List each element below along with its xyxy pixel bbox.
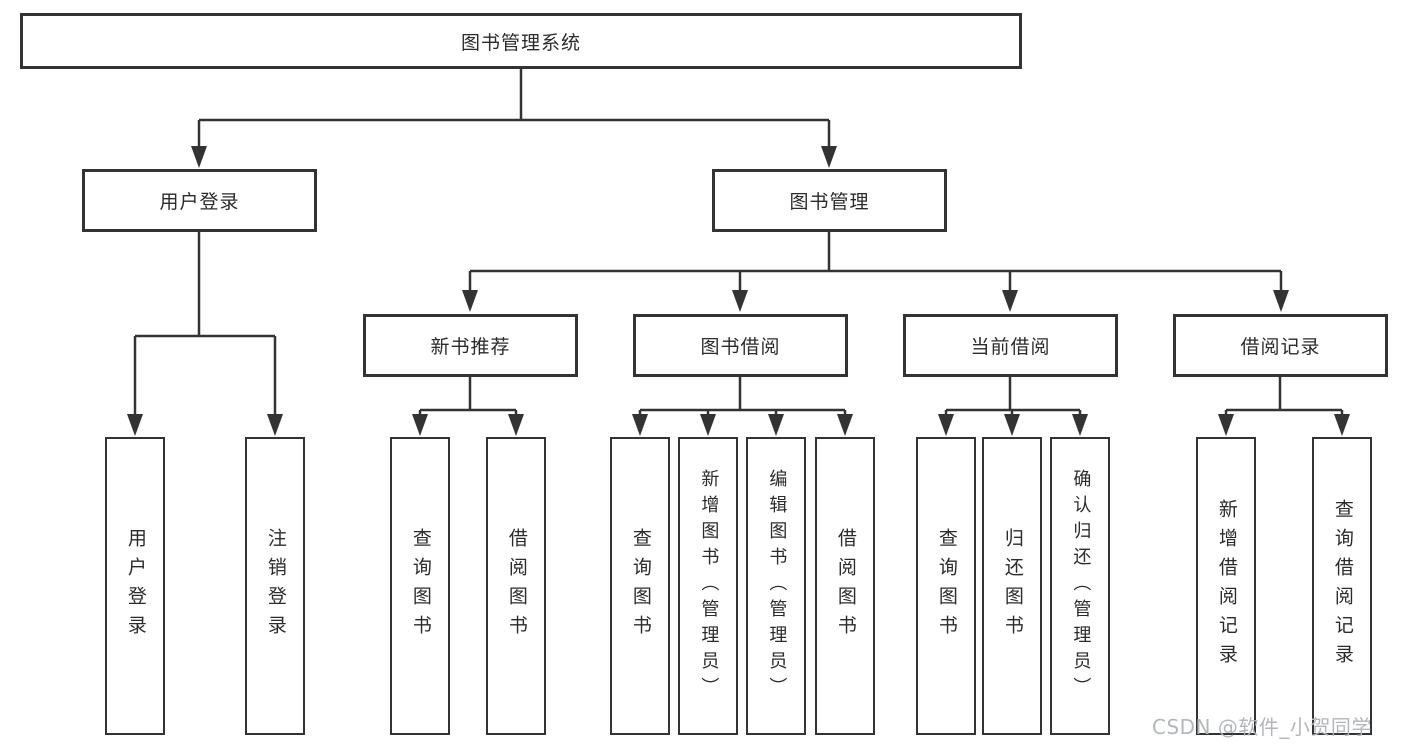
node-new-book-recommendation: 新书推荐: [363, 314, 578, 377]
leaf-return-books-label: 归还图书: [1001, 528, 1024, 644]
leaf-borrow-books-recommend: 借阅图书: [486, 437, 546, 735]
leaf-query-books-current-label: 查询图书: [935, 528, 958, 644]
leaf-query-books-recommend-label: 查询图书: [409, 528, 432, 644]
leaf-borrow-books-recommend-label: 借阅图书: [505, 528, 528, 644]
node-new-book-recommendation-label: 新书推荐: [430, 336, 511, 358]
node-user-login-label: 用户登录: [159, 191, 240, 213]
leaf-add-books-admin-label: 新增图书（管理员）: [698, 469, 720, 703]
node-root-label: 图书管理系统: [460, 31, 581, 54]
leaf-edit-books-admin: 编辑图书（管理员）: [746, 437, 806, 735]
leaf-query-books-recommend: 查询图书: [390, 437, 450, 735]
node-library-management-system: 图书管理系统: [20, 13, 1022, 69]
leaf-confirm-return-admin-label: 确认归还（管理员）: [1070, 469, 1092, 703]
node-book-management: 图书管理: [712, 169, 947, 232]
arrowheads: [127, 146, 1350, 436]
watermark: CSDN @软件_小贺同学: [1152, 715, 1372, 739]
leaf-query-borrow-record-label: 查询借阅记录: [1331, 499, 1354, 673]
leaf-query-books-borrow: 查询图书: [610, 437, 670, 735]
node-borrowing-records: 借阅记录: [1173, 314, 1388, 377]
leaf-edit-books-admin-label: 编辑图书（管理员）: [766, 469, 788, 703]
leaf-user-login: 用户登录: [105, 437, 165, 735]
node-book-management-label: 图书管理: [789, 191, 870, 213]
node-borrowing-records-label: 借阅记录: [1240, 336, 1321, 358]
leaf-query-books-borrow-label: 查询图书: [629, 528, 652, 644]
leaf-add-borrow-record-label: 新增借阅记录: [1215, 499, 1238, 673]
leaf-confirm-return-admin: 确认归还（管理员）: [1050, 437, 1110, 735]
connector-paths: [133, 69, 1344, 421]
leaf-borrow-books-label: 借阅图书: [834, 528, 857, 644]
leaf-logout: 注销登录: [245, 437, 305, 735]
leaf-query-borrow-record: 查询借阅记录: [1312, 437, 1372, 735]
node-user-login: 用户登录: [82, 169, 317, 232]
node-current-borrowing: 当前借阅: [903, 314, 1118, 377]
node-book-borrowing: 图书借阅: [633, 314, 848, 377]
node-book-borrowing-label: 图书借阅: [700, 336, 781, 358]
leaf-add-borrow-record: 新增借阅记录: [1196, 437, 1256, 735]
leaf-query-books-current: 查询图书: [916, 437, 976, 735]
leaf-return-books: 归还图书: [982, 437, 1042, 735]
leaf-add-books-admin: 新增图书（管理员）: [678, 437, 738, 735]
leaf-user-login-label: 用户登录: [124, 528, 147, 644]
node-current-borrowing-label: 当前借阅: [970, 336, 1051, 358]
leaf-borrow-books: 借阅图书: [815, 437, 875, 735]
leaf-logout-label: 注销登录: [264, 528, 287, 644]
